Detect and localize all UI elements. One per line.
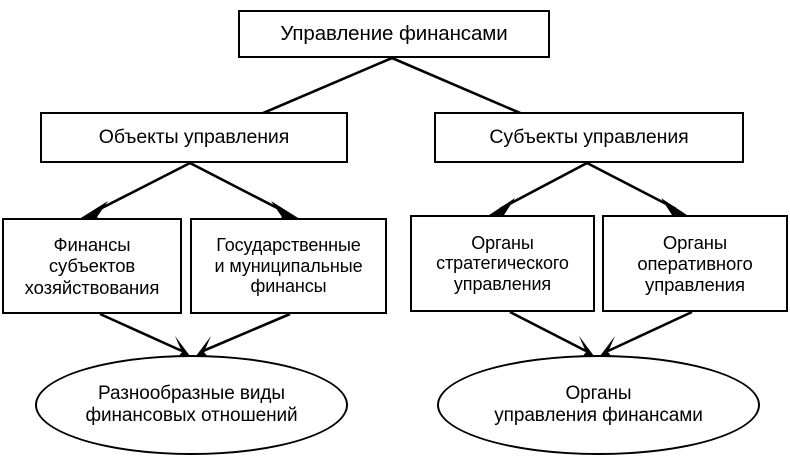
- node-label: Финансы субъектов хозяйствования: [24, 234, 160, 298]
- edge-objects-to-fin-subj: [93, 161, 191, 214]
- arrowhead-organy-right: [600, 336, 615, 357]
- node-gosudarstvennye-i-municipalnye-finansy[interactable]: Государственные и муниципальные финансы: [190, 218, 387, 314]
- node-label: Государственные и муниципальные финансы: [214, 235, 363, 297]
- arrowhead-raznoobr-right: [196, 336, 211, 357]
- arrowhead-organy-left: [579, 336, 594, 357]
- edge-subjects-to-strateg: [499, 161, 588, 211]
- node-label: Субъекты управления: [489, 126, 689, 149]
- node-label: Управление финансами: [280, 22, 508, 46]
- edge-operativ-to-organy: [607, 310, 693, 353]
- arrowhead-raznoobr-left: [175, 336, 190, 357]
- node-organy-upravleniya-finansami[interactable]: Органы управления финансами: [437, 355, 760, 455]
- node-label: Органы стратегического управления: [436, 232, 569, 294]
- edge-strateg-to-organy: [509, 310, 587, 353]
- edge-gos-mun-to-raznoobr: [202, 312, 291, 353]
- node-label: Объекты управления: [98, 126, 290, 149]
- node-subekty-upravleniya[interactable]: Субъекты управления: [434, 112, 744, 163]
- edge-subjects-to-operativ: [586, 161, 677, 211]
- node-label: Органы управления финансами: [494, 383, 703, 426]
- node-upravlenie-finansami[interactable]: Управление финансами: [238, 10, 550, 58]
- node-raznoobraznye-vidy-finansovyh-otnosheniy[interactable]: Разнообразные виды финансовых отношений: [35, 355, 348, 455]
- node-label: Разнообразные виды финансовых отношений: [85, 383, 298, 426]
- node-label: Органы оперативного управления: [637, 231, 753, 296]
- node-obekty-upravleniya[interactable]: Объекты управления: [40, 112, 348, 163]
- node-organy-strategicheskogo-upravleniya[interactable]: Органы стратегического управления: [410, 215, 595, 312]
- edge-objects-to-gos-mun: [189, 161, 286, 214]
- node-finansy-subektov-hozyaystvovaniya[interactable]: Финансы субъектов хозяйствования: [2, 218, 182, 314]
- edge-fin-subj-to-raznoobr: [99, 312, 183, 353]
- node-organy-operativnogo-upravleniya[interactable]: Органы оперативного управления: [602, 215, 788, 312]
